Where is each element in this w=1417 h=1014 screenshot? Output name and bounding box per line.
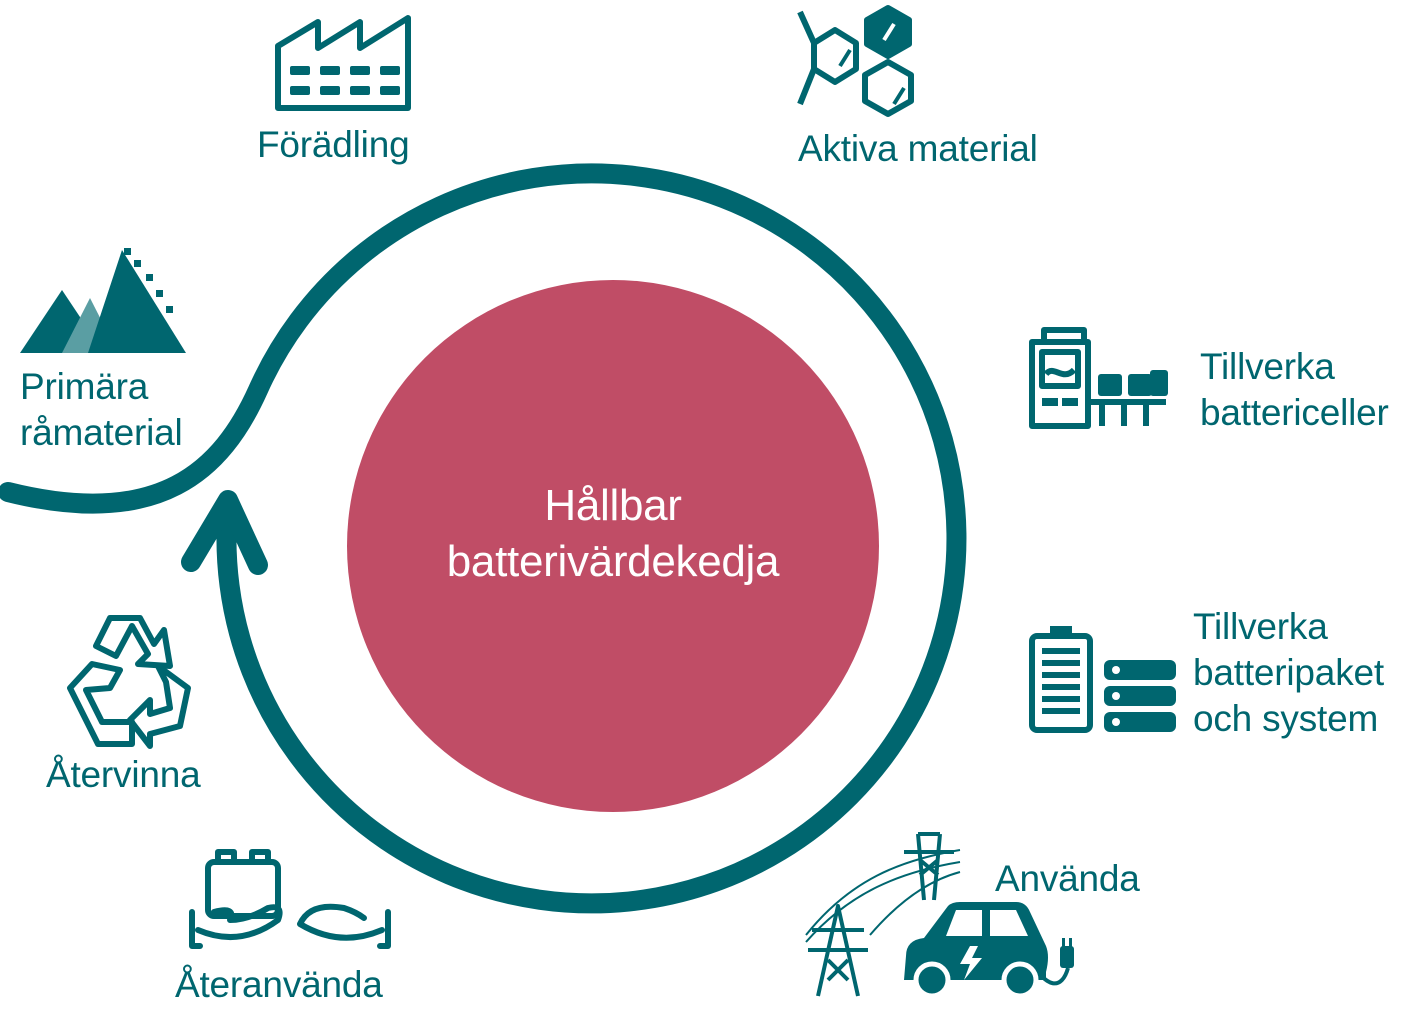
cell-production-icon bbox=[1029, 327, 1166, 429]
stage-refining-label: Förädling bbox=[257, 124, 410, 165]
battery-pack-icon bbox=[1029, 626, 1176, 733]
center-title-line1: Hållbar bbox=[544, 481, 682, 530]
stage-cells-label: Tillverka battericeller bbox=[1200, 346, 1389, 433]
center-title: Hållbar batterivärdekedja bbox=[347, 478, 879, 590]
recycle-icon bbox=[67, 615, 191, 749]
stage-use-label: Använda bbox=[995, 858, 1140, 899]
electric-car-power-line-icon bbox=[805, 832, 1074, 999]
cycle-arrow-head bbox=[181, 490, 268, 575]
stage-packs-label: Tillverka batteripaket och system bbox=[1193, 606, 1384, 739]
cell-production-parts bbox=[1042, 370, 1168, 406]
stage-primary-label: Primära råmaterial bbox=[20, 366, 183, 453]
factory-icon bbox=[275, 15, 411, 111]
molecule-icon bbox=[797, 5, 914, 117]
mountain-mining-icon bbox=[20, 248, 186, 353]
hands-battery-icon bbox=[189, 849, 391, 949]
center-circle bbox=[347, 280, 879, 812]
stage-active-label: Aktiva material bbox=[798, 128, 1038, 169]
stage-recycle-label: Återvinna bbox=[46, 754, 201, 795]
cycle-ring bbox=[0, 163, 967, 914]
factory-windows bbox=[290, 66, 400, 95]
stage-reuse-label: Återanvända bbox=[175, 964, 383, 1005]
center-title-line2: batterivärdekedja bbox=[446, 537, 780, 586]
